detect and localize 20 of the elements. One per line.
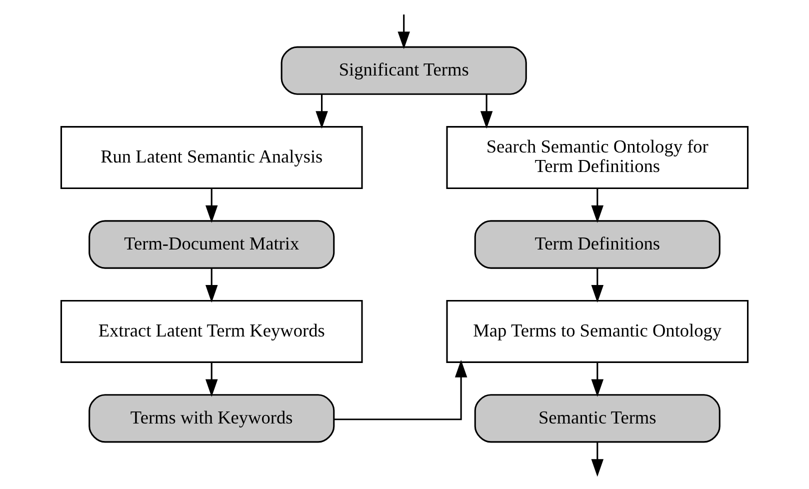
arrow [334, 360, 468, 420]
node-box: Term-Document Matrix [88, 220, 335, 269]
arrow [591, 442, 604, 477]
node-box: Extract Latent Term Keywords [60, 300, 363, 363]
node-box: Run Latent Semantic Analysis [60, 126, 363, 190]
node-box: Significant Terms [280, 46, 527, 95]
node-box: Terms with Keywords [88, 394, 335, 443]
arrow [316, 94, 328, 129]
node-box: Search Semantic Ontology for Term Definitions [446, 126, 749, 190]
arrow [205, 188, 218, 223]
arrow [480, 94, 493, 129]
arrow [205, 268, 218, 303]
arrow [591, 188, 604, 223]
arrow [591, 362, 604, 397]
node-box: Map Terms to Semantic Ontology [446, 300, 749, 363]
arrow [398, 14, 410, 50]
arrow [205, 362, 218, 397]
arrow [591, 268, 604, 303]
node-box: Term Definitions [474, 220, 720, 269]
node-box: Semantic Terms [474, 394, 720, 443]
